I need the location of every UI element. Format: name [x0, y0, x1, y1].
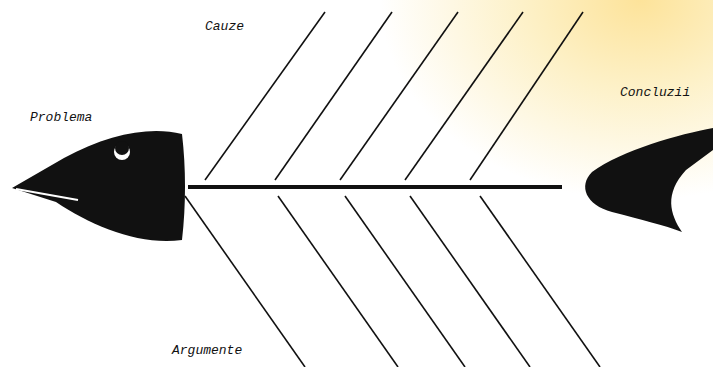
section-label: Concluzii: [620, 85, 690, 101]
fish-tail: [585, 128, 713, 232]
cause-bones: [205, 12, 583, 180]
section-label: Argumente: [172, 343, 242, 359]
section-label: Cauze: [205, 19, 244, 35]
fish-head: [12, 131, 185, 241]
spine: [188, 185, 562, 189]
section-label: Problema: [30, 110, 92, 126]
argument-bones: [185, 196, 600, 367]
